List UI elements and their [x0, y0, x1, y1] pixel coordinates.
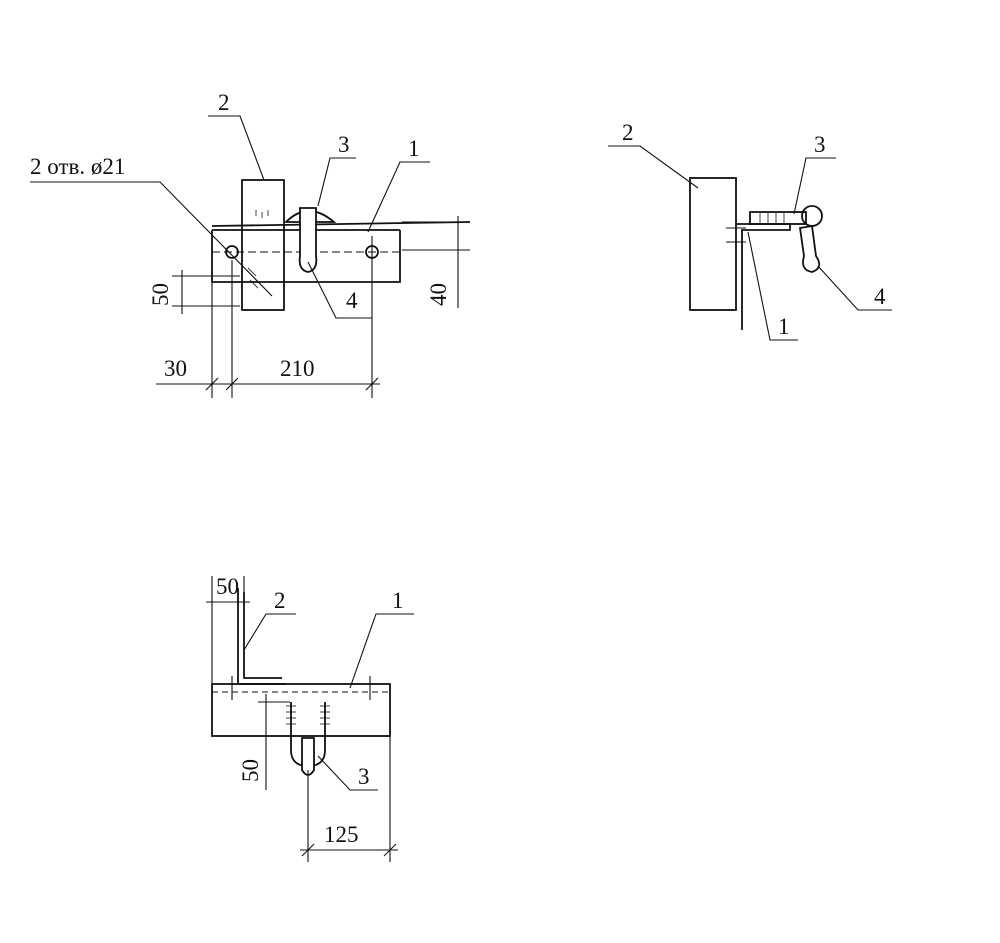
part-2-plate — [241, 179, 285, 311]
leader-1 — [367, 161, 430, 233]
callout-1: 1 — [408, 136, 420, 161]
hole-note: 2 отв. ø21 — [30, 154, 125, 179]
part-4-pin — [298, 207, 318, 273]
callout-2: 2 — [622, 120, 634, 145]
part-2-angle-inner — [243, 592, 282, 679]
view-top-left: 2 3 1 4 2 отв. ø21 50 40 30 210 — [30, 90, 471, 398]
leader-3 — [793, 157, 836, 215]
part-4-handle — [798, 224, 821, 273]
tick-1 — [205, 377, 219, 391]
callout-2: 2 — [218, 90, 230, 115]
leader-2 — [243, 613, 296, 651]
leader-3 — [317, 755, 378, 791]
callout-3: 3 — [338, 132, 350, 157]
part-2-plate — [689, 177, 737, 311]
dim-50-label: 50 — [148, 283, 173, 306]
callout-2: 2 — [274, 588, 286, 613]
leader-hole — [30, 181, 273, 297]
callout-1: 1 — [778, 314, 790, 339]
dim-50-top-label: 50 — [216, 574, 239, 599]
part-3-thread — [286, 705, 330, 725]
dim-125-label: 125 — [324, 822, 359, 847]
dim-30-label: 30 — [164, 356, 187, 381]
callout-3: 3 — [814, 132, 826, 157]
tick-1 — [301, 843, 315, 857]
part-1-block — [211, 683, 391, 737]
leader-4 — [307, 261, 372, 319]
leader-4 — [817, 265, 892, 311]
leader-1 — [747, 231, 798, 341]
hole-left — [225, 245, 239, 259]
callout-1: 1 — [392, 588, 404, 613]
dim-50-left-label: 50 — [238, 759, 263, 782]
part-1-top-edge — [211, 221, 471, 227]
part-3-bolt — [749, 211, 807, 225]
dim-40-label: 40 — [426, 283, 451, 306]
tick-2 — [225, 377, 239, 391]
part-3-pin — [301, 737, 315, 776]
leader-3 — [317, 157, 356, 207]
callout-4: 4 — [346, 288, 358, 313]
leader-2 — [608, 145, 699, 189]
dim-210-label: 210 — [280, 356, 315, 381]
part-3-thread — [759, 212, 785, 224]
part-2-hatching — [247, 210, 269, 289]
tick-3 — [365, 377, 379, 391]
part-3-eye — [801, 205, 823, 227]
view-bottom: 2 1 3 50 50 125 — [206, 574, 414, 862]
callout-4: 4 — [874, 284, 886, 309]
callout-3: 3 — [358, 764, 370, 789]
leader-2 — [208, 115, 265, 181]
leader-1 — [349, 613, 414, 689]
part-1-body — [211, 230, 401, 283]
view-top-right: 2 3 1 4 — [608, 120, 892, 341]
tick-2 — [383, 843, 397, 857]
